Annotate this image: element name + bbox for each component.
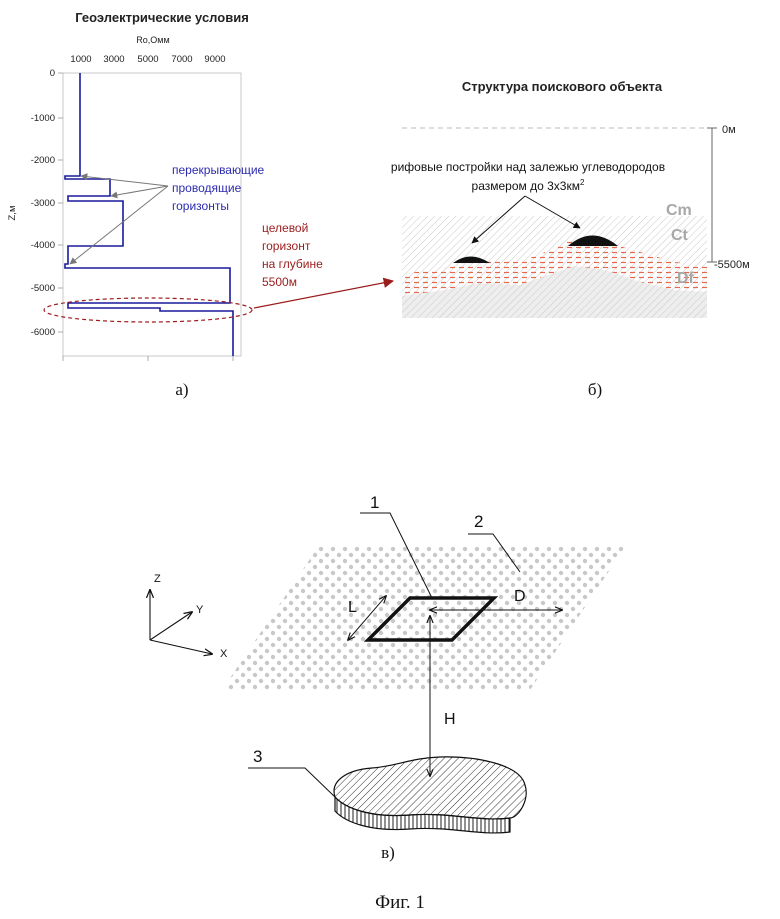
annotation-target-horizon: целевой горизонт на глубине 5500м — [262, 221, 323, 289]
target-body-top — [334, 757, 526, 819]
panel-b-search-object-structure: Структура поискового объекта 0м -5500м C… — [391, 79, 750, 399]
reef-annotation-line2-text: размером до 3х3км — [472, 179, 580, 193]
panel-b-title: Структура поискового объекта — [462, 79, 663, 94]
y-tick-label: -3000 — [31, 198, 55, 209]
annotation-line: 5500м — [262, 275, 297, 289]
annotation-overlapping-horizons: перекрывающие проводящие горизонты — [172, 163, 265, 213]
depth-bottom-label: -5500м — [714, 259, 750, 271]
reef-annotation-superscript: 2 — [580, 178, 585, 187]
panel-c-caption: в) — [381, 843, 395, 862]
target-horizon-ellipse — [44, 298, 252, 322]
x-axis-label: Ro,Омм — [136, 35, 169, 45]
y-tick-labels: 0 -1000 -2000 -3000 -4000 -5000 -6000 — [31, 68, 55, 338]
y-tick-label: -6000 — [31, 327, 55, 338]
axis-label-y: Y — [196, 604, 204, 616]
x-tick-label: 9000 — [204, 54, 225, 65]
plot-area — [63, 73, 241, 356]
layer-label-cm: Cm — [666, 202, 692, 219]
annotation-line: горизонты — [172, 199, 229, 213]
panel-a-resistivity-profile: Геоэлектрические условия Ro,Омм 1000 300… — [7, 10, 393, 399]
annotation-line: на глубине — [262, 257, 323, 271]
panel-a-caption: а) — [175, 380, 188, 399]
x-tick-label: 1000 — [70, 54, 91, 65]
y-tick-label: -1000 — [31, 113, 55, 124]
annotation-line: целевой — [262, 221, 308, 235]
x-tick-marks — [63, 356, 233, 361]
label-1: 1 — [370, 493, 379, 512]
label-2: 2 — [474, 512, 483, 531]
panel-a-title: Геоэлектрические условия — [75, 10, 249, 25]
label-H: H — [444, 711, 456, 728]
x-tick-labels: 1000 3000 5000 7000 9000 — [70, 54, 225, 65]
x-tick-label: 5000 — [137, 54, 158, 65]
reef-annotation-line1: рифовые постройки над залежью углеводоро… — [391, 160, 665, 174]
x-tick-label: 7000 — [171, 54, 192, 65]
reef-annotation: рифовые постройки над залежью углеводоро… — [391, 160, 665, 193]
leader-line-3 — [248, 768, 336, 798]
axis-label-z: Z — [154, 573, 161, 585]
layer-label-df: Df — [677, 270, 695, 287]
label-3: 3 — [253, 747, 262, 766]
reef-annotation-line2: размером до 3х3км2 — [472, 178, 585, 193]
annotation-line: проводящие — [172, 181, 242, 195]
annotation-line: перекрывающие — [172, 163, 265, 177]
y-tick-label: -2000 — [31, 155, 55, 166]
y-axis-label: Z,м — [7, 206, 18, 221]
y-tick-label: -4000 — [31, 240, 55, 251]
axis-label-x: X — [220, 648, 228, 660]
coordinate-axes — [150, 590, 212, 654]
overlapping-horizon-arrows — [70, 176, 168, 264]
annotation-line: горизонт — [262, 239, 311, 253]
dotted-survey-plane — [222, 547, 625, 690]
y-tick-label: 0 — [50, 68, 55, 79]
label-D: D — [514, 588, 526, 605]
y-tick-label: -5000 — [31, 283, 55, 294]
x-tick-label: 3000 — [103, 54, 124, 65]
label-L: L — [348, 599, 357, 616]
layer-label-ct: Ct — [671, 227, 689, 244]
y-tick-marks — [58, 73, 63, 332]
panel-c-measurement-scheme: Z Y X L D H 1 2 3 в) — [150, 493, 625, 862]
panel-b-caption: б) — [588, 380, 602, 399]
figure-caption: Фиг. 1 — [375, 892, 425, 913]
resistivity-profile-line — [65, 73, 233, 356]
depth-top-label: 0м — [722, 124, 736, 136]
